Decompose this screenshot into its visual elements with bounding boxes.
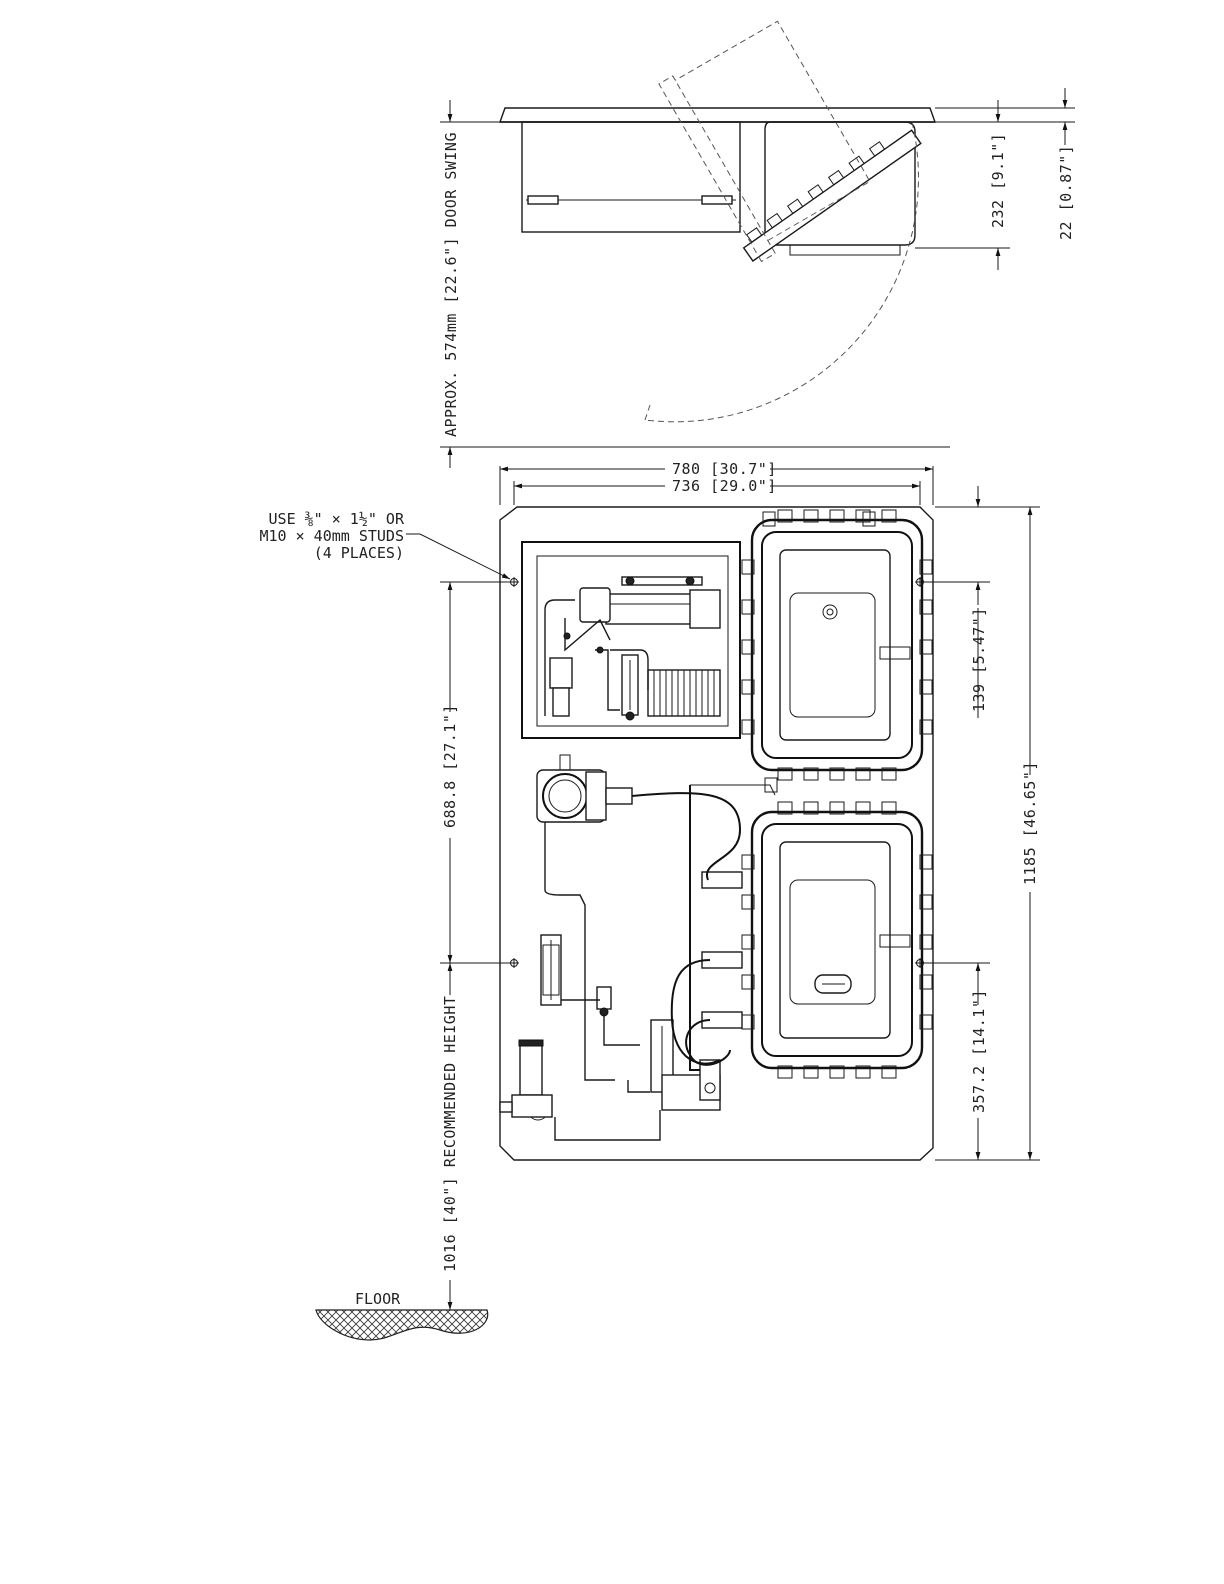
door-swing-label: APPROX. 574mm [22.6"] DOOR SWING bbox=[442, 132, 460, 437]
depth-232-label: 232 [9.1"] bbox=[989, 133, 1007, 228]
stud-note-line3: (4 PLACES) bbox=[314, 544, 404, 562]
stud-note-line1: USE ⅜" × 1½" OR bbox=[269, 510, 405, 528]
mounting-hole bbox=[915, 577, 925, 587]
sample-conditioning-box bbox=[522, 542, 740, 738]
stud-note: USE ⅜" × 1½" OR M10 × 40mm STUDS (4 PLAC… bbox=[260, 510, 511, 579]
front-view bbox=[500, 507, 933, 1160]
height-1185-label: 1185 [46.65"] bbox=[1021, 761, 1039, 885]
mounting-hole bbox=[509, 577, 519, 587]
top-view-dimensions: APPROX. 574mm [22.6"] DOOR SWING 232 [9.… bbox=[440, 88, 1075, 468]
depth-22-label: 22 [0.87"] bbox=[1057, 145, 1075, 240]
stud-note-line2: M10 × 40mm STUDS bbox=[260, 527, 405, 545]
width-736-label: 736 [29.0"] bbox=[672, 477, 777, 495]
recommended-height-label: 1016 [40"] RECOMMENDED HEIGHT bbox=[441, 996, 459, 1272]
mounting-hole bbox=[509, 958, 519, 968]
floor-label: FLOOR bbox=[355, 1290, 401, 1308]
upper-enclosure bbox=[742, 510, 932, 792]
height-688-label: 688.8 [27.1"] bbox=[441, 704, 459, 828]
top-view bbox=[500, 17, 935, 422]
height-357-label: 357.2 [14.1"] bbox=[970, 989, 988, 1113]
width-780-label: 780 [30.7"] bbox=[672, 460, 777, 478]
floor: FLOOR bbox=[316, 1290, 488, 1340]
detector-head bbox=[537, 755, 632, 822]
height-139-label: 139 [5.47"] bbox=[970, 607, 988, 712]
mounting-hole bbox=[915, 958, 925, 968]
